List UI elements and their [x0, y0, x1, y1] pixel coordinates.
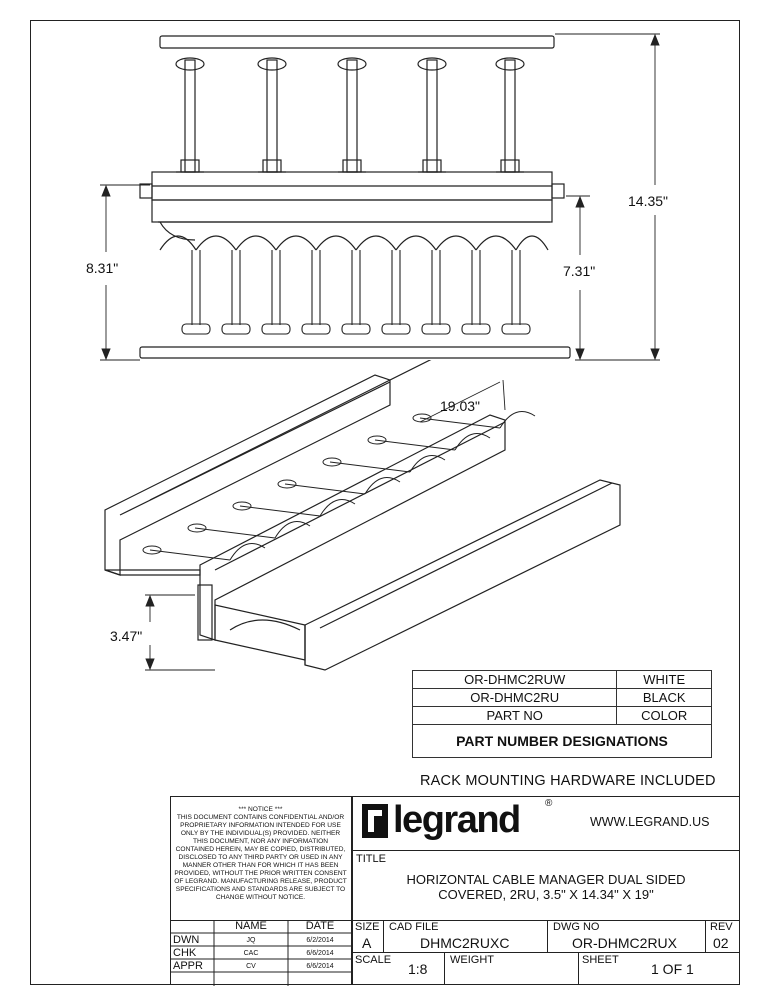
color-header: COLOR [616, 706, 712, 725]
cad-cell [384, 920, 548, 953]
table-title-row: PART NUMBER DESIGNATIONS [412, 724, 712, 758]
part-no-header: PART NO [411, 706, 618, 725]
signoff-grid [170, 920, 352, 985]
weight-label: WEIGHT [450, 954, 494, 966]
title-line-2: COVERED, 2RU, 3.5" X 14.34" X 19" [438, 887, 654, 902]
dimension-width: 19.03" [440, 398, 481, 414]
rev-label: REV [710, 921, 733, 933]
name-dwn: JQ [246, 937, 256, 944]
role-chk: CHK [173, 947, 197, 959]
signoff-lines [170, 920, 352, 986]
logo-row [352, 796, 740, 851]
part-number-cell: OR-DHMC2RU [411, 688, 618, 707]
date-dwn: 6/2/2014 [306, 937, 334, 944]
size-value: A [362, 935, 372, 951]
name-chk: CAC [243, 950, 259, 957]
title-line-1: HORIZONTAL CABLE MANAGER DUAL SIDED [406, 872, 686, 887]
part-number-cell: OR-DHMC2RUW [411, 670, 618, 689]
color-cell: BLACK [616, 688, 712, 707]
notice-body: THIS DOCUMENT CONTAINS CONFIDENTIAL AND/… [174, 814, 347, 901]
rev-cell [706, 920, 740, 953]
dwg-cell [548, 920, 706, 953]
dwg-value: OR-DHMC2RUX [572, 935, 677, 951]
rack-note: RACK MOUNTING HARDWARE INCLUDED [420, 773, 716, 789]
part-number-table: OR-DHMC2RUW WHITE OR-DHMC2RU BLACK PART … [411, 670, 712, 758]
title-label: TITLE [356, 853, 386, 865]
sheet-label: SHEET [582, 954, 619, 966]
size-label: SIZE [355, 921, 380, 933]
name-appr: CV [246, 963, 256, 970]
notice-heading: *** NOTICE *** [238, 806, 283, 813]
title-block [170, 796, 740, 985]
legrand-logo-text: legrand [393, 799, 521, 841]
drawing-title: HORIZONTAL CABLE MANAGER DUAL SIDED COVE… [352, 872, 740, 902]
role-appr: APPR [173, 960, 203, 972]
date-header: DATE [305, 920, 335, 932]
weight-cell [445, 953, 579, 985]
dimension-depth: 3.47" [110, 628, 143, 644]
dimension-rear-height: 7.31" [563, 263, 596, 279]
sheet-value: 1 OF 1 [651, 961, 694, 977]
date-chk: 6/6/2014 [306, 950, 334, 957]
scale-cell [352, 953, 445, 985]
legrand-logo-mark [362, 804, 388, 838]
isometric-view-drawing [104, 360, 621, 671]
dwg-label: DWG NO [553, 921, 600, 933]
scale-label: SCALE [355, 954, 392, 966]
table-row: OR-DHMC2RUW WHITE [411, 670, 712, 689]
color-cell: WHITE [616, 670, 712, 689]
role-dwn: DWN [173, 934, 200, 946]
rev-value: 02 [713, 935, 729, 951]
cad-label: CAD FILE [389, 921, 439, 933]
dimension-front-height: 8.31" [86, 260, 119, 276]
cad-value: DHMC2RUXC [420, 935, 510, 951]
table-header-row: PART NO COLOR [411, 706, 712, 725]
title-cell [352, 851, 740, 921]
date-appr: 6/6/2014 [306, 963, 334, 970]
table-row: OR-DHMC2RU BLACK [411, 688, 712, 707]
part-table-title: PART NUMBER DESIGNATIONS [412, 724, 712, 758]
dimension-overall-height: 14.35" [628, 193, 669, 209]
size-cell [352, 920, 384, 953]
website: WWW.LEGRAND.US [590, 815, 710, 829]
name-header: NAME [235, 920, 267, 932]
top-view-drawing [100, 33, 660, 361]
notice-box: *** NOTICE *** THIS DOCUMENT CONTAINS CO… [170, 796, 352, 920]
scale-value: 1:8 [408, 961, 428, 977]
